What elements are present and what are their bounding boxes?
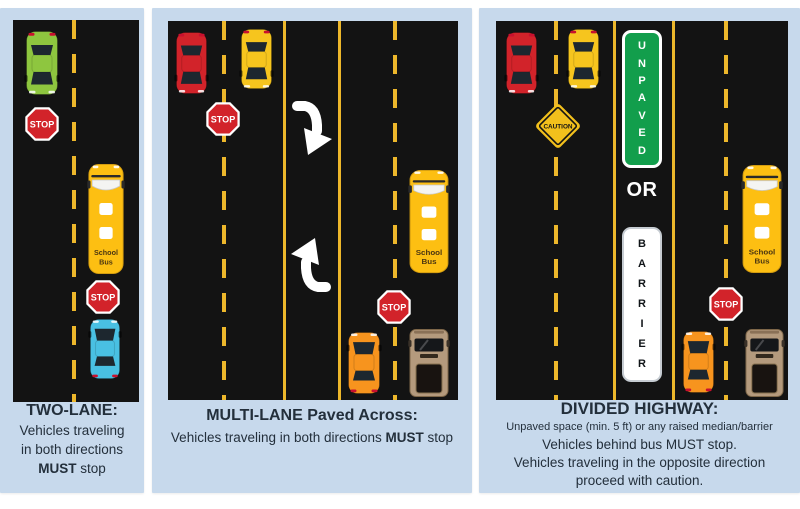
blue-car xyxy=(88,318,122,380)
unpaved-sign-letter: P xyxy=(638,75,646,88)
dashed-center-line xyxy=(393,21,397,400)
unpaved-sign-letter: V xyxy=(638,109,646,122)
dashed-center-line xyxy=(72,20,76,402)
stop-sign-oncoming: STOP xyxy=(25,107,59,141)
caption-line: MUST stop xyxy=(0,459,144,478)
svg-text:School: School xyxy=(94,248,118,257)
svg-text:Bus: Bus xyxy=(99,257,113,266)
school-bus: School Bus xyxy=(741,164,783,274)
tan-truck xyxy=(408,328,450,398)
svg-text:STOP: STOP xyxy=(714,300,738,310)
solid-yellow-line xyxy=(338,21,341,400)
barrier-sign-letter: I xyxy=(640,318,644,331)
svg-text:STOP: STOP xyxy=(211,115,235,125)
solid-yellow-line xyxy=(672,21,675,400)
caption-text-segment: MUST xyxy=(385,430,424,445)
caption-text-segment: Vehicles traveling xyxy=(19,423,125,438)
school-bus: School Bus xyxy=(87,163,125,275)
unpaved-sign-letter: D xyxy=(638,144,646,157)
panel-multi-lane: STOP STOP School Bus xyxy=(152,8,472,493)
caption-text-segment: Vehicles traveling in the opposite direc… xyxy=(513,455,766,470)
barrier-sign-letter: E xyxy=(638,338,646,351)
caption-line: proceed with caution. xyxy=(479,472,800,490)
caption-text-segment: DIVIDED HIGHWAY: xyxy=(560,399,719,418)
svg-text:Bus: Bus xyxy=(754,257,769,266)
dashed-center-line xyxy=(554,21,558,400)
caption-text-segment: Vehicles behind bus MUST stop. xyxy=(542,437,737,452)
orange-car xyxy=(346,331,382,395)
caption-text-segment: in both directions xyxy=(20,442,124,457)
red-car xyxy=(503,31,539,95)
caption-text-segment: MUST xyxy=(38,461,77,476)
orange-car xyxy=(680,330,716,394)
caption-line: Vehicles traveling in the opposite direc… xyxy=(479,454,800,472)
stop-sign-behind: STOP xyxy=(86,280,120,314)
caption-title: DIVIDED HIGHWAY: xyxy=(479,398,800,419)
caption-title: TWO-LANE: xyxy=(0,400,144,421)
caption-text-segment: stop xyxy=(423,430,454,445)
caption-line: Vehicles traveling xyxy=(0,421,144,440)
caption-text-segment: Vehicles traveling in both directions xyxy=(170,430,386,445)
unpaved-sign-letter: U xyxy=(638,40,646,53)
svg-text:STOP: STOP xyxy=(91,293,115,303)
panel-caption-divided-highway: DIVIDED HIGHWAY: Unpaved space (min. 5 ft… xyxy=(479,398,800,490)
svg-text:STOP: STOP xyxy=(30,120,54,130)
svg-text:School: School xyxy=(749,248,776,257)
barrier-sign-letter: B xyxy=(638,237,646,250)
panel-caption-two-lane: TWO-LANE: Vehicles traveling in both direc… xyxy=(0,400,144,478)
barrier-sign-letter: R xyxy=(638,297,646,310)
red-car xyxy=(173,31,209,95)
svg-text:School: School xyxy=(416,248,443,256)
unpaved-sign-letter: N xyxy=(638,57,646,70)
unpaved-sign-letter: A xyxy=(638,92,646,105)
stop-sign-oncoming: STOP xyxy=(206,102,240,136)
or-label: OR xyxy=(626,179,658,201)
solid-yellow-line xyxy=(283,21,286,400)
caption-title: MULTI-LANE Paved Across: xyxy=(152,404,472,428)
school-bus: School Bus xyxy=(408,169,450,274)
panel-two-lane: STOP STOP School Bus TWO-LANE:Vehicles xyxy=(0,8,144,493)
svg-text:STOP: STOP xyxy=(382,303,406,313)
caption-text-segment: proceed with caution. xyxy=(575,473,704,488)
barrier-sign-letter: A xyxy=(638,257,646,270)
dashed-center-line xyxy=(724,21,728,400)
caution-sign: CAUTION xyxy=(531,99,585,153)
yellow-car xyxy=(565,28,601,90)
tan-truck xyxy=(743,328,785,398)
solid-yellow-line xyxy=(613,21,616,400)
stop-sign-behind: STOP xyxy=(377,290,411,324)
caption-text-segment: TWO-LANE: xyxy=(26,402,118,419)
barrier-sign-letter: R xyxy=(638,277,646,290)
svg-text:CAUTION: CAUTION xyxy=(543,123,572,130)
caption-line: Unpaved space (min. 5 ft) or any raised … xyxy=(479,419,800,435)
yellow-car xyxy=(238,28,274,90)
turn-arrow-northbound xyxy=(289,229,333,295)
green-car xyxy=(24,30,60,96)
dashed-center-line xyxy=(222,21,226,400)
caption-text-segment: Unpaved space (min. 5 ft) or any raised … xyxy=(506,421,773,433)
unpaved-sign-letter: E xyxy=(638,127,646,140)
caption-line: Vehicles behind bus MUST stop. xyxy=(479,435,800,454)
caption-text-segment: MULTI-LANE Paved Across: xyxy=(206,407,418,424)
caption-text-segment: stop xyxy=(76,461,106,476)
caption-line: Vehicles traveling in both directions MU… xyxy=(152,428,472,448)
barrier-sign-letter: R xyxy=(638,358,646,371)
caption-line: in both directions xyxy=(0,440,144,459)
turn-arrow-southbound xyxy=(290,98,334,164)
svg-text:Bus: Bus xyxy=(421,257,436,265)
panel-caption-multi-lane: MULTI-LANE Paved Across: Vehicles traveli… xyxy=(152,404,472,448)
stop-sign-behind: STOP xyxy=(709,287,743,321)
